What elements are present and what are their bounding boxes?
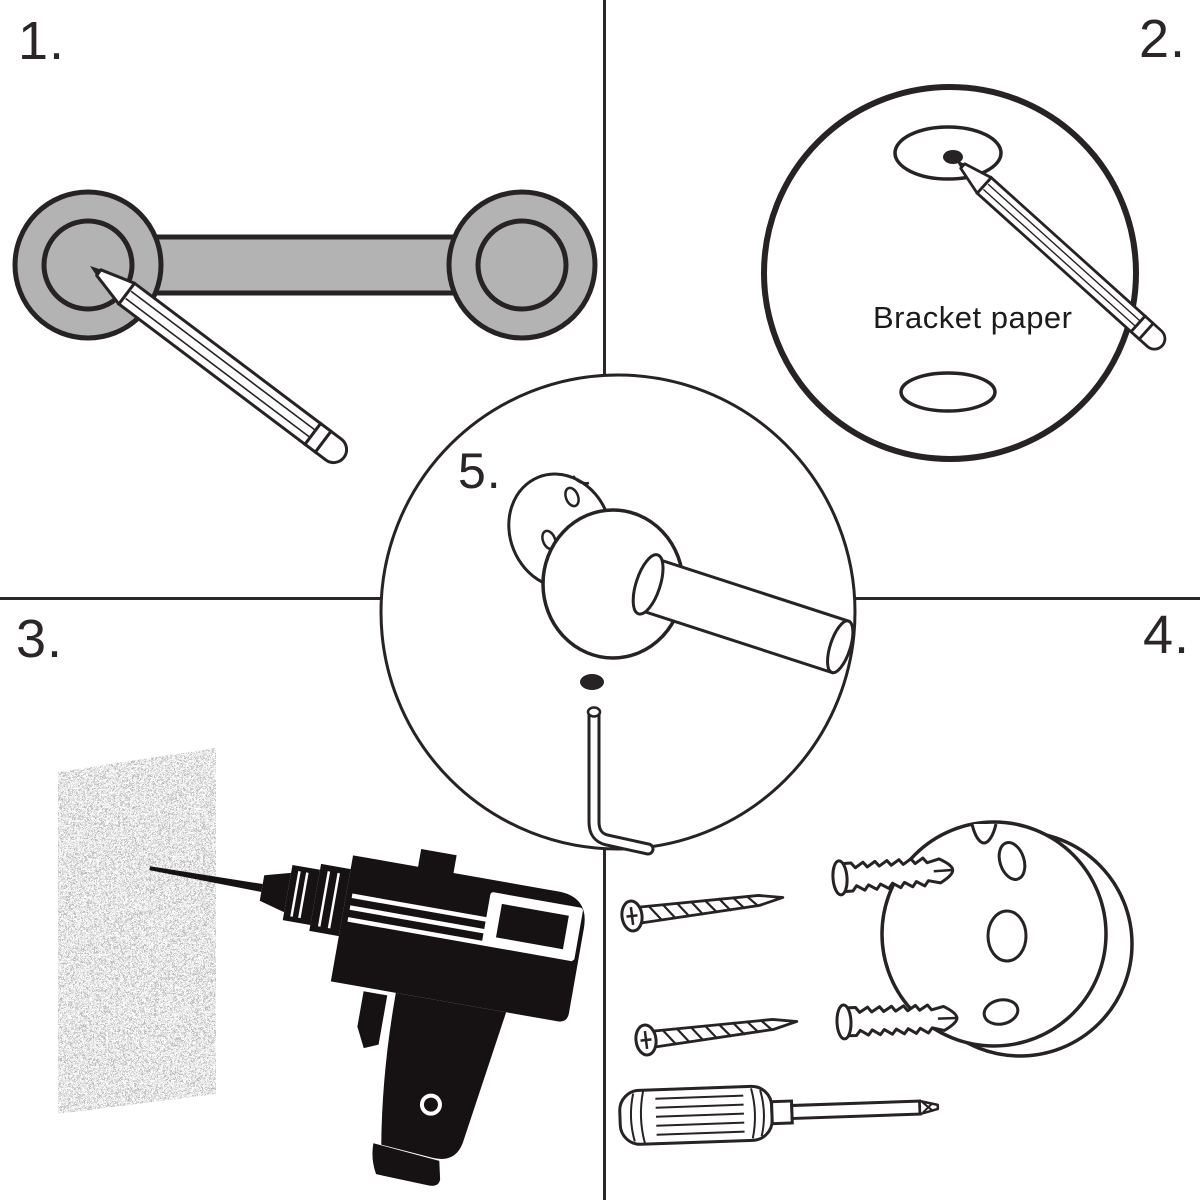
step5-illustration	[379, 373, 857, 856]
screw-icon	[632, 1005, 801, 1058]
bracket-paper-caption: Bracket paper	[873, 300, 1073, 335]
hex-key-icon	[586, 706, 655, 856]
pencil-icon	[956, 160, 1167, 351]
step-5-number: 5.	[458, 443, 502, 499]
pencil-mark-dot	[943, 150, 963, 164]
step4-illustration	[618, 820, 1134, 1146]
paper-hole-bottom	[899, 371, 997, 413]
towel-bar-icon	[12, 189, 598, 341]
step-3-number: 3.	[16, 609, 64, 669]
bracket-paper-icon	[761, 84, 1139, 462]
step-2-number: 2.	[1138, 9, 1186, 69]
drill-icon	[149, 849, 585, 1186]
step1-illustration	[12, 189, 598, 465]
step-4-number: 4.	[1142, 605, 1190, 665]
step2-illustration	[761, 84, 1167, 462]
step-1-number: 1.	[18, 11, 66, 71]
screw-icon	[618, 881, 787, 934]
pencil-icon	[90, 266, 349, 465]
bracket-post-icon	[507, 472, 855, 675]
wall-texture	[58, 748, 216, 1114]
step3-illustration	[58, 748, 585, 1186]
set-screw-hole	[580, 674, 604, 690]
screwdriver-icon	[618, 1084, 940, 1146]
